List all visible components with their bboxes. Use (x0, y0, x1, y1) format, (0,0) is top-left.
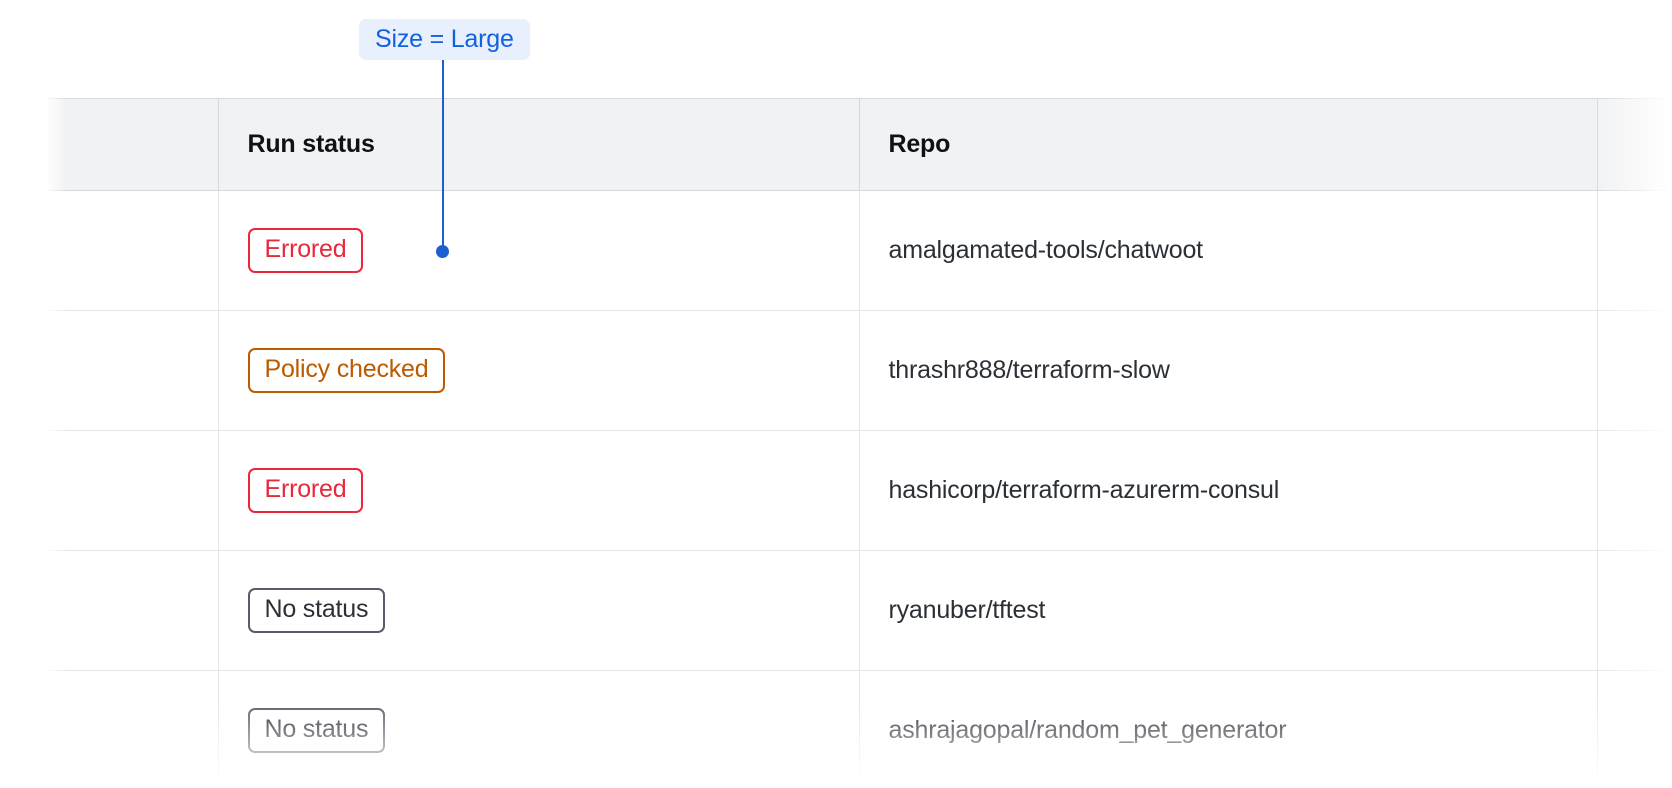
run-status-cell: No status (218, 551, 859, 671)
column-header-repo[interactable]: Repo (859, 99, 1597, 191)
status-badge-label: Errored (265, 475, 347, 503)
row-trailing-cell (1597, 551, 1672, 671)
run-status-table-container: Run status Repo Errored amalgamated-tool… (45, 98, 1672, 788)
repo-cell: amalgamated-tools/chatwoot (859, 191, 1597, 311)
table-row[interactable]: No status ashrajagopal/random_pet_genera… (45, 671, 1672, 788)
row-trailing-cell (1597, 671, 1672, 788)
status-badge-label: Policy checked (265, 355, 429, 383)
table-header: Run status Repo (45, 99, 1672, 191)
status-badge-errored[interactable]: Errored (248, 228, 364, 273)
repo-cell: thrashr888/terraform-slow (859, 311, 1597, 431)
status-badge-policy-checked[interactable]: Policy checked (248, 348, 446, 393)
table-row[interactable]: Errored hashicorp/terraform-azurerm-cons… (45, 431, 1672, 551)
callout-anchor-dot (436, 245, 449, 258)
row-leading-cell (45, 311, 218, 431)
size-annotation-callout: Size = Large (359, 19, 530, 60)
row-trailing-cell (1597, 191, 1672, 311)
row-leading-cell (45, 191, 218, 311)
row-leading-cell (45, 551, 218, 671)
callout-label: Size = Large (375, 25, 514, 54)
table-header-row: Run status Repo (45, 99, 1672, 191)
table-body: Errored amalgamated-tools/chatwoot Polic… (45, 191, 1672, 788)
row-leading-cell (45, 431, 218, 551)
run-status-cell: No status (218, 671, 859, 788)
row-trailing-cell (1597, 311, 1672, 431)
column-header-run-status[interactable]: Run status (218, 99, 859, 191)
run-status-cell: Policy checked (218, 311, 859, 431)
column-header-leading (45, 99, 218, 191)
callout-leader-line (442, 60, 445, 251)
table-row[interactable]: Policy checked thrashr888/terraform-slow (45, 311, 1672, 431)
repo-cell: ryanuber/tftest (859, 551, 1597, 671)
table-row[interactable]: Errored amalgamated-tools/chatwoot (45, 191, 1672, 311)
repo-cell: hashicorp/terraform-azurerm-consul (859, 431, 1597, 551)
row-trailing-cell (1597, 431, 1672, 551)
row-leading-cell (45, 671, 218, 788)
run-status-table: Run status Repo Errored amalgamated-tool… (45, 98, 1672, 788)
repo-cell: ashrajagopal/random_pet_generator (859, 671, 1597, 788)
status-badge-no-status[interactable]: No status (248, 588, 386, 633)
status-badge-no-status[interactable]: No status (248, 708, 386, 753)
run-status-cell: Errored (218, 431, 859, 551)
column-header-trailing (1597, 99, 1672, 191)
status-badge-errored[interactable]: Errored (248, 468, 364, 513)
status-badge-label: Errored (265, 235, 347, 263)
run-status-cell: Errored (218, 191, 859, 311)
status-badge-label: No status (265, 595, 369, 623)
status-badge-label: No status (265, 715, 369, 743)
table-row[interactable]: No status ryanuber/tftest (45, 551, 1672, 671)
